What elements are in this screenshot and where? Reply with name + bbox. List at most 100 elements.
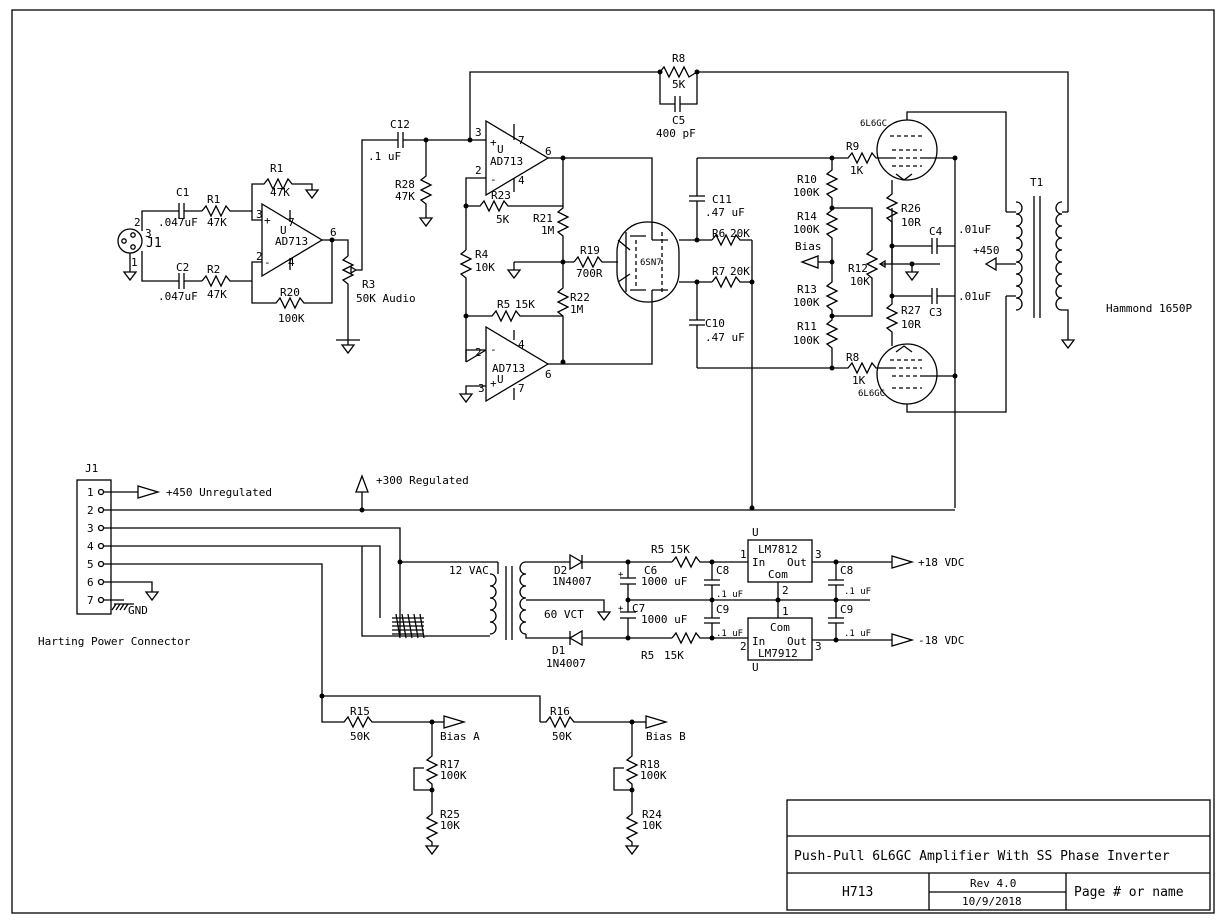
power-pin-3: 3: [87, 522, 94, 535]
opamp1-plus: +: [264, 214, 271, 227]
r19-value: 700R: [576, 267, 603, 280]
pos-out-label: +18 VDC: [918, 556, 964, 569]
r21-value: 1M: [541, 224, 555, 237]
r3-value: 50K Audio: [356, 292, 416, 305]
r11-value: 100K: [793, 334, 820, 347]
opamp2-pin6: 6: [545, 145, 552, 158]
r22-ref: R22: [570, 291, 590, 304]
neg-out-label: -18 VDC: [918, 634, 964, 647]
r12-value: 10K: [850, 275, 870, 288]
reg-pos-pin3: 3: [815, 548, 822, 561]
c3-value: .01uF: [958, 290, 991, 303]
c1-ref: C1: [176, 186, 189, 199]
coupling-network: C12 .1 uF R28 47K: [368, 118, 476, 228]
c12-ref: C12: [390, 118, 410, 131]
schematic-label: +: [618, 604, 624, 614]
xfmr-12vac-label: 12 VAC: [449, 564, 489, 577]
r9-ref: R9: [846, 140, 859, 153]
tube-6sn7-label: 6SN7: [640, 258, 662, 268]
r17-ref: R17: [440, 758, 460, 771]
d1-ref: D1: [552, 644, 565, 657]
c4-ref: C4: [929, 225, 943, 238]
c8-right-ref: C8: [840, 564, 853, 577]
b-plus-label: +450: [973, 244, 1000, 257]
r26-value: 10R: [901, 216, 921, 229]
reg-neg-unit: U: [752, 661, 759, 674]
opamp1-unit: U: [280, 224, 287, 237]
opamp1-minus: -: [264, 256, 271, 269]
schematic-label: +: [618, 570, 624, 580]
r10-value: 100K: [793, 186, 820, 199]
input-jack: J1 2 3 1: [117, 210, 172, 282]
opamp3-name: AD713: [492, 362, 525, 375]
r27-value: 10R: [901, 318, 921, 331]
r13-ref: R13: [797, 283, 817, 296]
r25-value: 10K: [440, 819, 460, 832]
c11-value: .47 uF: [705, 206, 745, 219]
c1-value: .047uF: [158, 216, 198, 229]
reg-neg-pin1: 1: [782, 605, 789, 618]
r21-ref: R21: [533, 212, 553, 225]
r8-grid-ref: R8: [846, 351, 859, 364]
opamp2-pin3: 3: [475, 126, 482, 139]
r5-pi-value: 15K: [515, 298, 535, 311]
bias-network: R10 100K R14 100K R13 100K R11 100K Bias…: [793, 155, 893, 371]
power-pin-5: 5: [87, 558, 94, 571]
reg-pos-com: Com: [768, 568, 788, 581]
opamp2-unit: U: [497, 143, 504, 156]
schematic-label: -: [490, 173, 497, 186]
input-stage: C1 .047uF R1 47K C2 .047uF R2 47K + - AD…: [158, 139, 416, 355]
c5-value: 400 pF: [656, 127, 696, 140]
power-connector: J1 1 2 3 4 5 6 7 +450 Unregulated +300 R…: [38, 462, 955, 696]
c10-ref: C10: [705, 317, 725, 330]
r2-ref: R2: [207, 263, 220, 276]
r23-value: 5K: [496, 213, 510, 226]
c7-ref: C7: [632, 602, 645, 615]
opamp1-pin6: 6: [330, 226, 337, 239]
bias-a-label: Bias A: [440, 730, 480, 743]
r5-pi-ref: R5: [497, 298, 510, 311]
c2-ref: C2: [176, 261, 189, 274]
reg-pos-in: In: [752, 556, 765, 569]
opamp3-pin4: 4: [518, 338, 525, 351]
opamp2-pin7: 7: [518, 134, 525, 147]
c9-left-ref: C9: [716, 603, 729, 616]
d2-value: 1N4007: [552, 575, 592, 588]
tube-bottom-label: 6L6GC: [858, 389, 885, 399]
r24-value: 10K: [642, 819, 662, 832]
input-jack-ref: J1: [146, 236, 162, 251]
power-pin-6: 6: [87, 576, 94, 589]
t1-part: Hammond 1650P: [1106, 302, 1192, 315]
c9-left-value: .1 uF: [716, 629, 743, 639]
r1-in-ref: R1: [207, 193, 220, 206]
r24-ref: R24: [642, 808, 662, 821]
r23-ref: R23: [491, 189, 511, 202]
c10-value: .47 uF: [705, 331, 745, 344]
bias-b-label: Bias B: [646, 730, 686, 743]
r8-grid-value: 1K: [852, 374, 866, 387]
r4-ref: R4: [475, 248, 489, 261]
r2-value: 47K: [207, 288, 227, 301]
r5-top-ref: R5: [651, 543, 664, 556]
r14-ref: R14: [797, 210, 817, 223]
r14-value: 100K: [793, 223, 820, 236]
c3-ref: C3: [929, 306, 942, 319]
r15-ref: R15: [350, 705, 370, 718]
reg-neg-pin3: 3: [815, 640, 822, 653]
phase-inverter: 3 2 7 4 6 + - U AD713 R23 5K R21 1M R19 …: [458, 119, 653, 404]
c6-ref: C6: [644, 564, 657, 577]
c7-value: 1000 uF: [641, 613, 687, 626]
title-text: Push-Pull 6L6GC Amplifier With SS Phase …: [794, 849, 1170, 864]
c8-left-value: .1 uF: [716, 590, 743, 600]
r1-fb-value: 47K: [270, 186, 290, 199]
c8-right-value: .1 uF: [844, 587, 871, 597]
r7-ref: R7: [712, 265, 725, 278]
r1-in-value: 47K: [207, 216, 227, 229]
tube-top-label: 6L6GC: [860, 119, 887, 129]
r4-value: 10K: [475, 261, 495, 274]
sheet-border: [11, 9, 1215, 914]
r5-bot-ref: R5: [641, 649, 654, 662]
r15-value: 50K: [350, 730, 370, 743]
r6-value: 20K: [730, 227, 750, 240]
driver-tube-6sn7: 6SN7: [616, 221, 712, 303]
